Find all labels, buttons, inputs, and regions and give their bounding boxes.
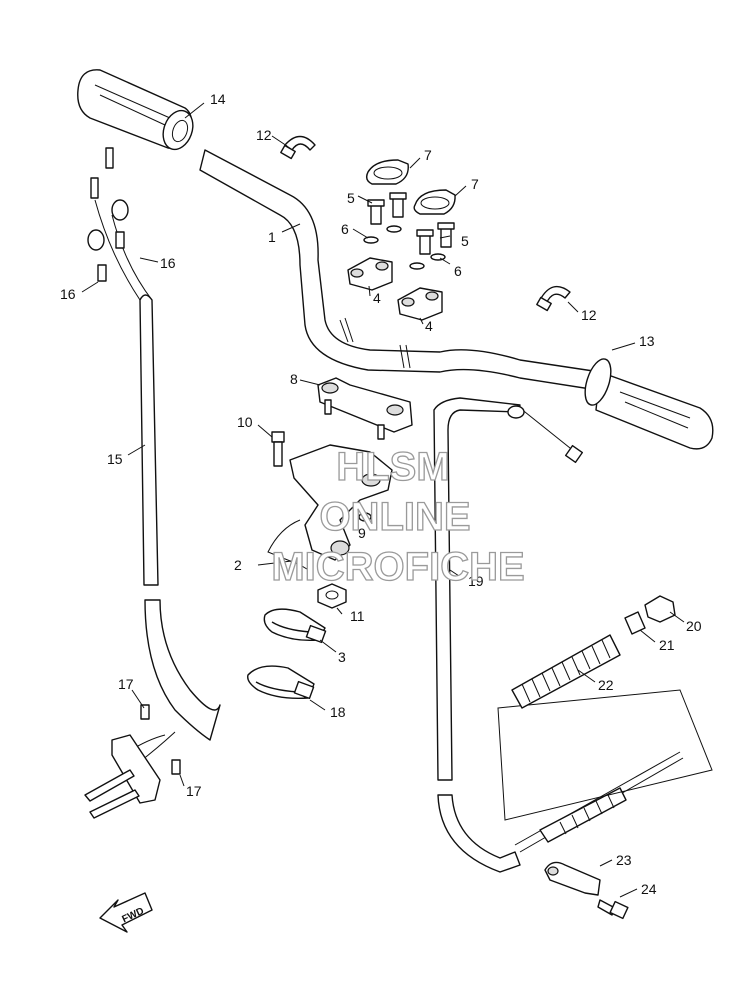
adjusting-nut[interactable] xyxy=(644,595,676,623)
forward-direction-arrow: FWD xyxy=(99,892,153,933)
callout-4-b: 4 xyxy=(425,318,433,334)
callout-6-a: 6 xyxy=(341,221,349,237)
callout-6-b: 6 xyxy=(454,263,462,279)
callout-7-a: 7 xyxy=(424,147,432,163)
brake-cable[interactable] xyxy=(433,397,584,873)
callout-1: 1 xyxy=(268,229,276,245)
cable-end-upper[interactable] xyxy=(87,147,129,282)
callout-24: 24 xyxy=(641,881,657,897)
band-right[interactable] xyxy=(536,285,571,312)
callout-21: 21 xyxy=(659,637,675,653)
callout-labels: 1 2 3 4 4 5 5 6 6 7 7 8 9 10 11 12 12 13… xyxy=(60,91,702,897)
bracket-bolt[interactable] xyxy=(597,899,629,920)
callout-13: 13 xyxy=(639,333,655,349)
bolt-set-left[interactable] xyxy=(363,192,407,244)
watermark-line-1: HLSM xyxy=(336,445,449,489)
callout-7-b: 7 xyxy=(471,176,479,192)
band-left[interactable] xyxy=(280,135,316,160)
flange-bolt[interactable] xyxy=(271,431,285,467)
callout-17-b: 17 xyxy=(186,783,202,799)
callout-18: 18 xyxy=(330,704,346,720)
left-grip[interactable] xyxy=(77,69,198,154)
watermark-line-3: MICROFICHE xyxy=(271,545,524,589)
callout-14: 14 xyxy=(210,91,226,107)
bolt-set-right[interactable] xyxy=(409,222,455,270)
handlebar[interactable] xyxy=(199,149,601,391)
callout-5-a: 5 xyxy=(347,190,355,206)
callout-3: 3 xyxy=(338,649,346,665)
holder-cap-2[interactable] xyxy=(413,189,456,215)
callout-22: 22 xyxy=(598,677,614,693)
callout-23: 23 xyxy=(616,852,632,868)
cable-junction[interactable] xyxy=(84,704,181,819)
watermark: HLSM ONLINE MICROFICHE xyxy=(271,444,526,589)
callout-8: 8 xyxy=(290,371,298,387)
callout-11: 11 xyxy=(350,608,365,624)
holder-screw[interactable] xyxy=(358,512,372,522)
flange-nut[interactable] xyxy=(317,583,347,609)
lower-holder-bracket[interactable] xyxy=(317,377,413,440)
throttle-cable[interactable] xyxy=(94,199,221,776)
cable-bracket[interactable] xyxy=(544,861,601,896)
detail-box xyxy=(497,689,713,821)
return-spring[interactable] xyxy=(511,634,621,709)
callout-16-b: 16 xyxy=(60,286,76,302)
wire-band-3[interactable] xyxy=(263,608,327,644)
holder-cap-1[interactable] xyxy=(365,159,409,185)
callout-19: 19 xyxy=(468,573,484,589)
watermark-line-2: ONLINE xyxy=(319,495,470,539)
callout-5-b: 5 xyxy=(461,233,469,249)
callout-16-a: 16 xyxy=(160,255,176,271)
wire-band-18[interactable] xyxy=(247,665,315,700)
upper-handlebar-holder-1[interactable] xyxy=(347,257,393,291)
callout-15: 15 xyxy=(107,451,123,467)
upper-handlebar-holder-2[interactable] xyxy=(397,287,443,321)
brake-cable-lower-end[interactable] xyxy=(514,751,684,853)
callout-12-a: 12 xyxy=(256,127,272,143)
leader-lines xyxy=(81,102,685,898)
lever-holder-assembly[interactable] xyxy=(267,444,393,573)
callout-9: 9 xyxy=(358,525,366,541)
callout-17-a: 17 xyxy=(118,676,134,692)
right-grip[interactable] xyxy=(580,356,714,450)
callout-4-a: 4 xyxy=(373,290,381,306)
callout-12-b: 12 xyxy=(581,307,597,323)
callout-2: 2 xyxy=(234,557,242,573)
callout-20: 20 xyxy=(686,618,702,634)
callout-10: 10 xyxy=(237,414,253,430)
collar[interactable] xyxy=(624,611,646,635)
